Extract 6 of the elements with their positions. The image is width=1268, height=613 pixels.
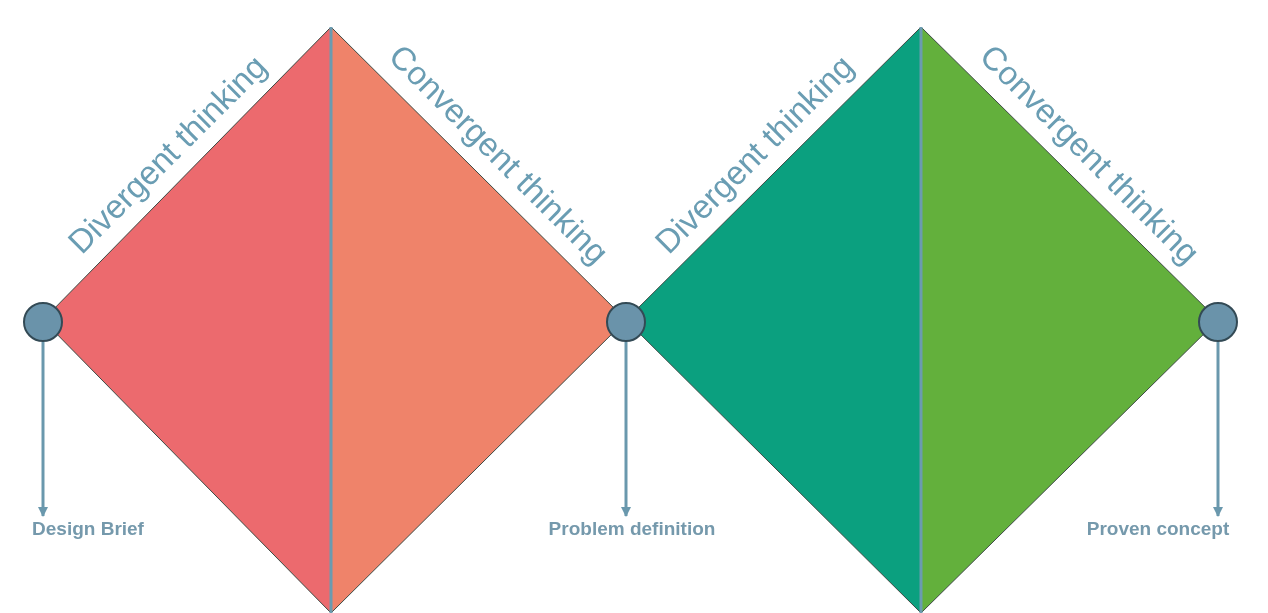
arrow [1213, 342, 1223, 517]
outcome-label: Proven concept [1086, 517, 1230, 541]
arrow [621, 342, 631, 517]
arrow [38, 342, 48, 517]
outcome-label: Problem definition [548, 517, 716, 541]
outcome-label: Design Brief [32, 517, 144, 541]
